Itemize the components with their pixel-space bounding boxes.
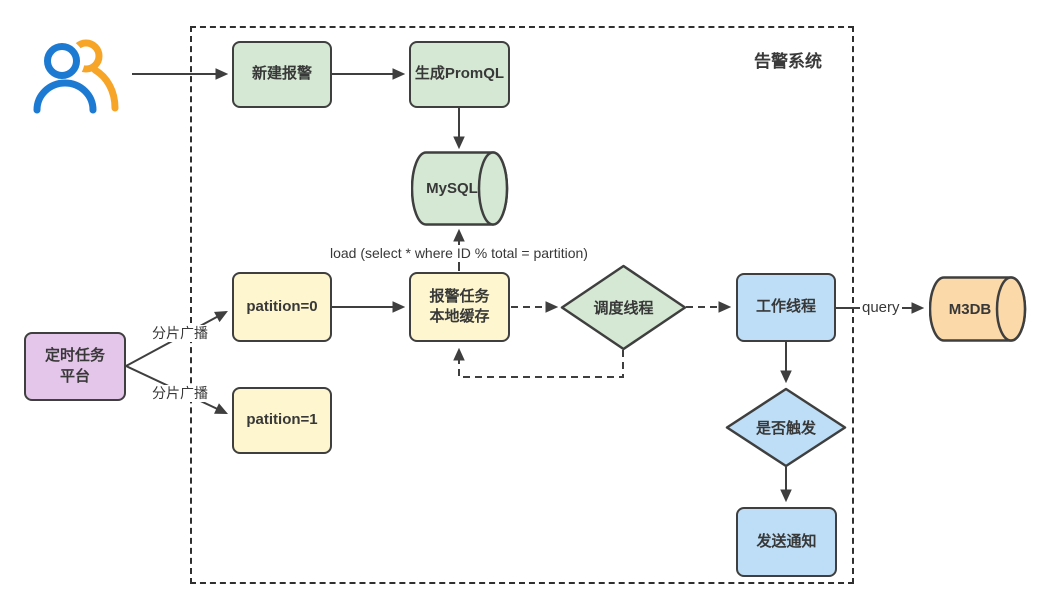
node-cron-platform: 定时任务 平台 [24,332,126,401]
node-task-cache: 报警任务 本地缓存 [409,272,510,342]
node-cron-platform-line2: 平台 [59,367,90,385]
edge-label-broadcast-top: 分片广播 [150,325,210,342]
node-scheduler-diamond [560,264,687,351]
node-partition1: patition=1 [232,387,332,454]
node-create-alert: 新建报警 [232,41,332,108]
node-partition1-label: patition=1 [246,411,318,429]
users-icon [33,38,119,116]
node-task-cache-line2: 本地缓存 [429,308,490,325]
node-task-cache-line1: 报警任务 [429,287,490,305]
node-partition0-label: patition=0 [246,297,318,315]
node-cron-platform-line1: 定时任务 [44,347,105,365]
node-create-alert-label: 新建报警 [251,65,312,83]
node-worker-thread-label: 工作线程 [755,298,816,316]
alert-system-title: 告警系统 [754,52,822,71]
edge-label-broadcast-bottom: 分片广播 [150,385,210,402]
edge-label-query: query [860,299,902,317]
node-trigger-diamond [725,387,847,468]
node-gen-promql-label: 生成PromQL [414,65,505,83]
node-worker-thread: 工作线程 [736,273,836,342]
node-send-notice: 发送通知 [736,507,837,577]
node-gen-promql: 生成PromQL [409,41,510,108]
node-m3db-cylinder [929,276,1027,342]
node-send-notice-label: 发送通知 [756,532,817,550]
edge-label-load: load (select * where ID % total = partit… [328,245,590,262]
node-partition0: patition=0 [232,272,332,342]
node-mysql-cylinder [411,151,509,226]
